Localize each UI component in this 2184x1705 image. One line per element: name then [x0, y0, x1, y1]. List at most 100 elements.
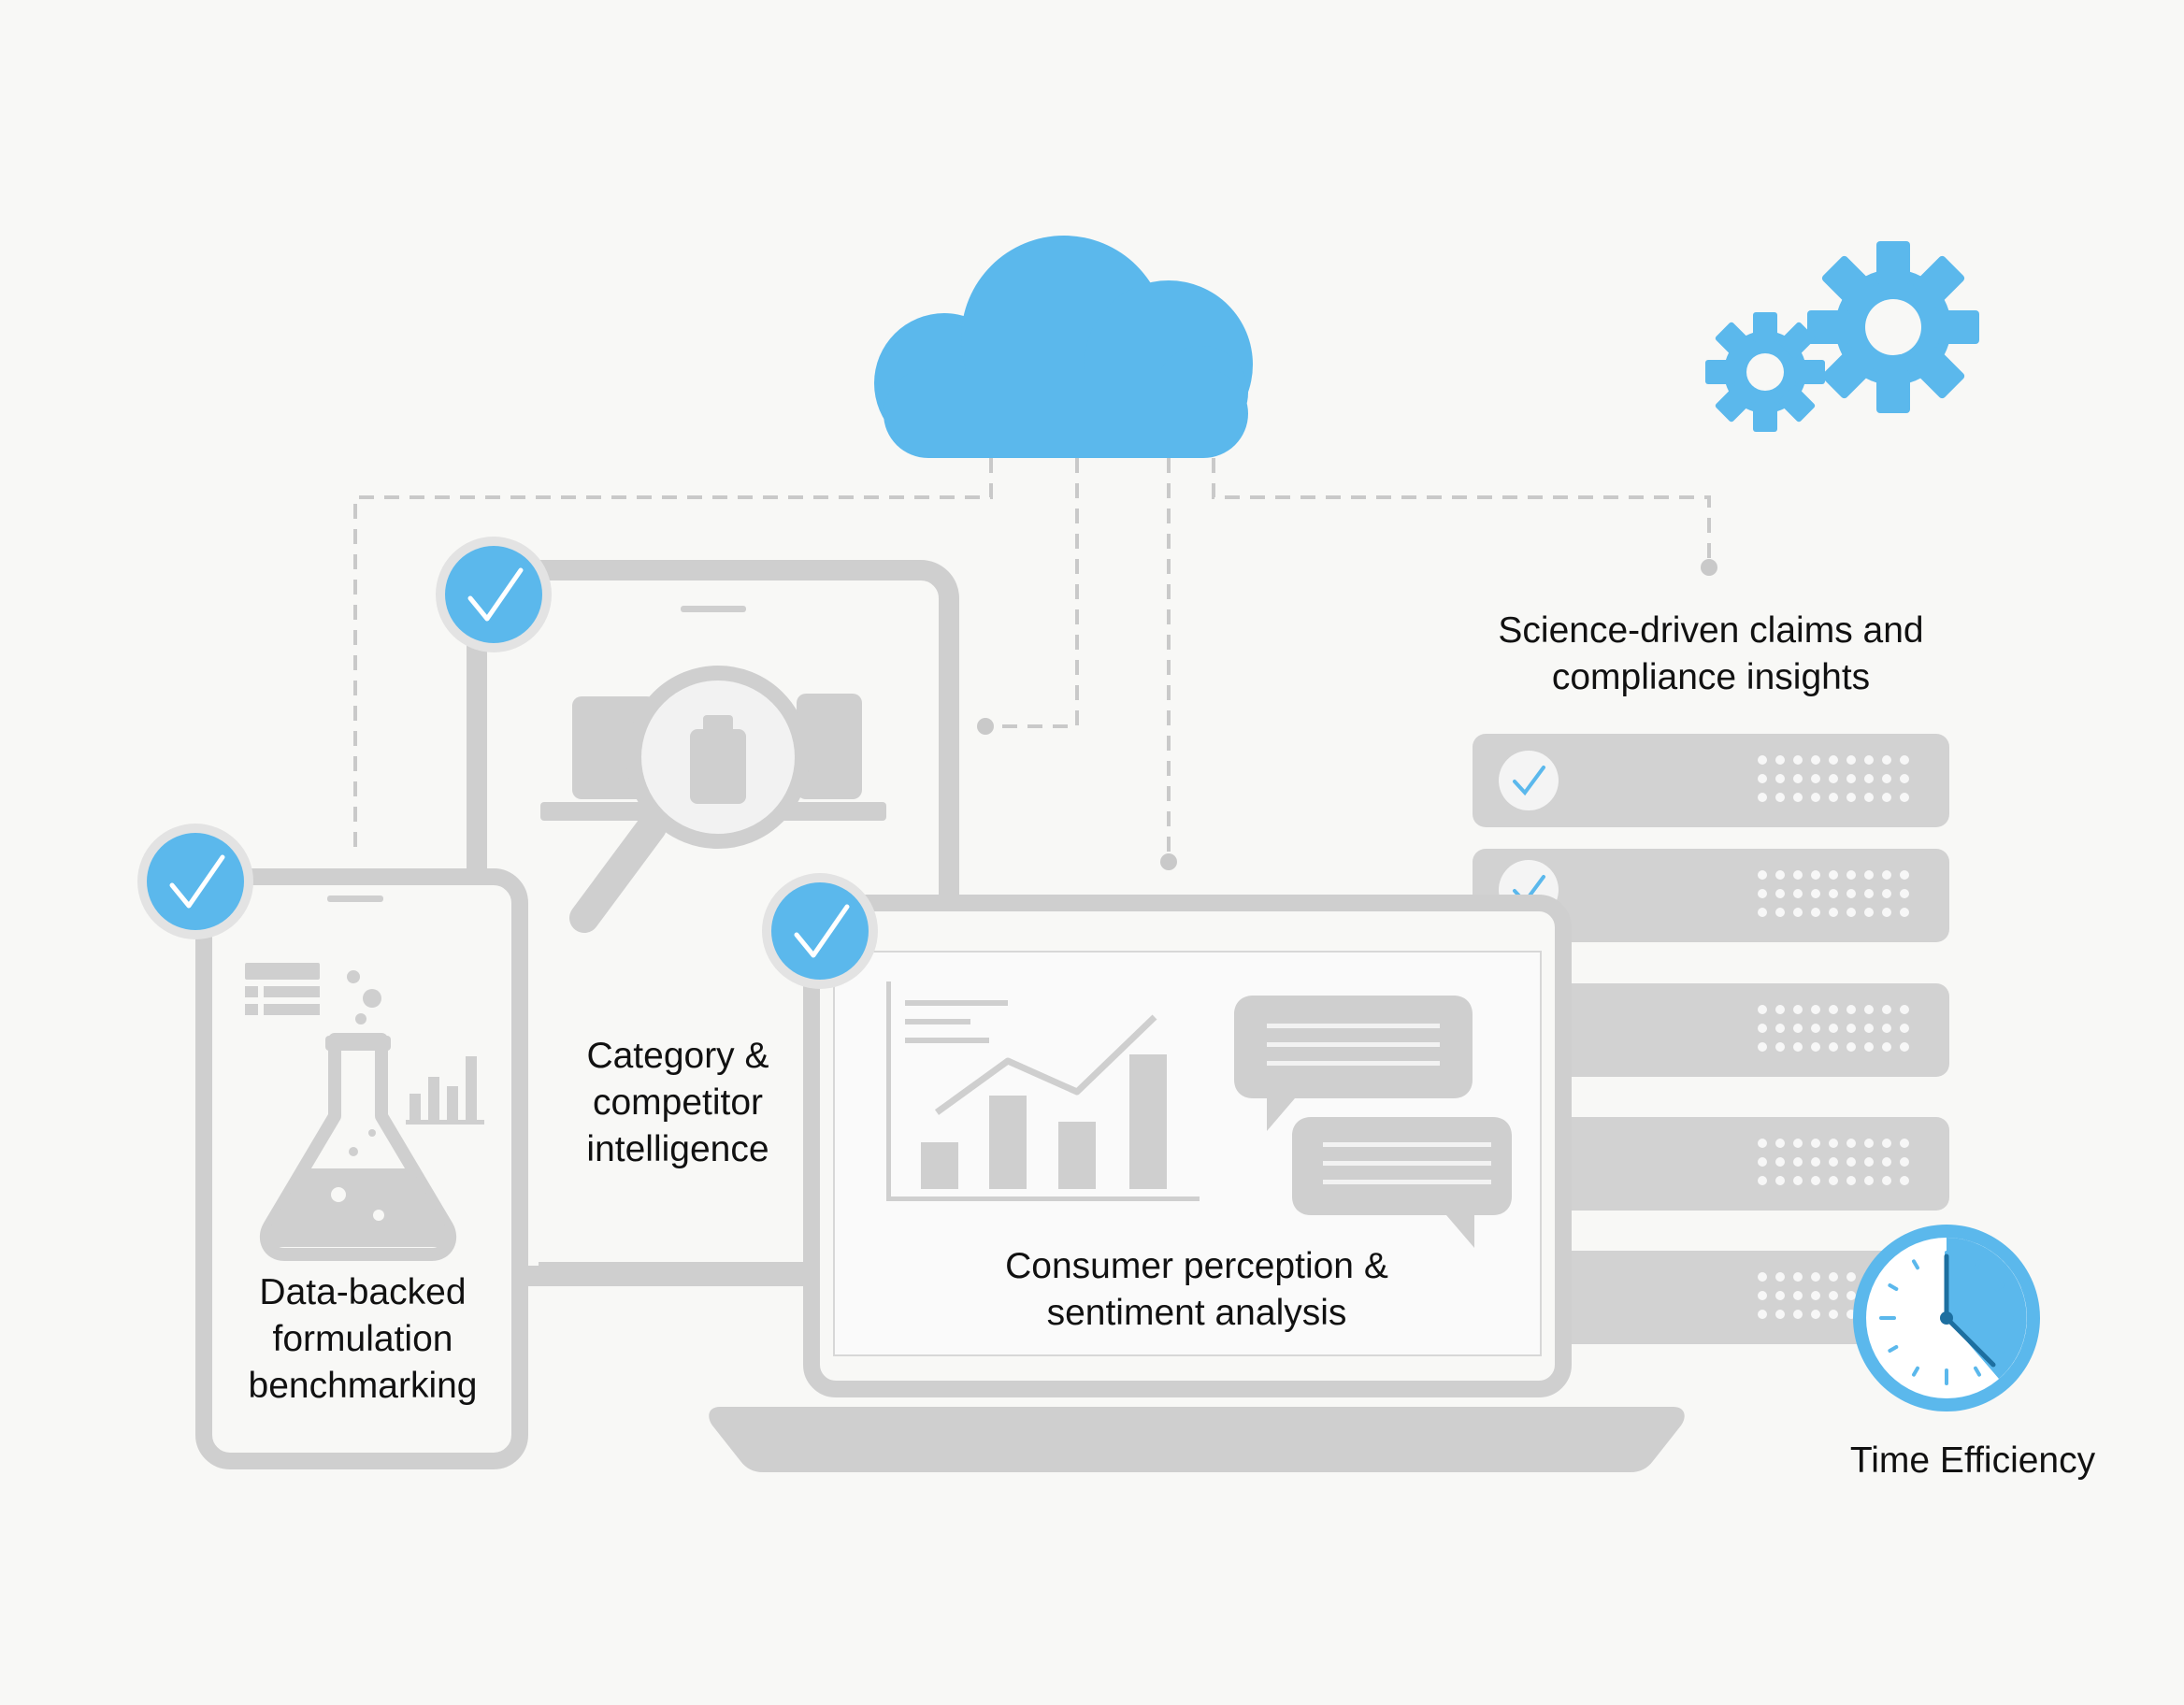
vent-dot	[1900, 870, 1909, 880]
vent-dot	[1864, 774, 1874, 783]
vent-dot	[1793, 1005, 1803, 1014]
magnifier-icon	[569, 666, 810, 933]
vent-dot	[1882, 908, 1891, 917]
vent-dot	[1811, 1272, 1820, 1282]
vent-dot	[1846, 889, 1856, 898]
vent-dot	[1811, 793, 1820, 802]
vent-dot	[1900, 1024, 1909, 1033]
connector-dot	[977, 718, 994, 735]
vent-dot	[1811, 889, 1820, 898]
clock-tick	[1888, 1345, 1899, 1353]
vent-dot	[1900, 1157, 1909, 1167]
vent-dot	[1829, 1157, 1838, 1167]
vent-dot	[1882, 1005, 1891, 1014]
clock-icon	[1853, 1225, 2040, 1411]
vent-dot	[1775, 1042, 1785, 1052]
vent-dot	[1864, 755, 1874, 765]
vent-dot	[1758, 889, 1767, 898]
vent-dot	[1793, 1139, 1803, 1148]
vent-dot	[1882, 755, 1891, 765]
checkmark-icon	[436, 537, 552, 652]
vent-dot	[1793, 1272, 1803, 1282]
connector-dot	[1701, 559, 1717, 576]
vent-dot	[1846, 1157, 1856, 1167]
clock-tick	[1912, 1259, 1919, 1270]
vent-dot	[1811, 908, 1820, 917]
mini-bar-chart	[406, 1056, 484, 1125]
vent-dot	[1793, 908, 1803, 917]
vent-dot	[1793, 1024, 1803, 1033]
vent-dot	[1900, 1176, 1909, 1185]
bubbles	[347, 970, 381, 1024]
vent-dot	[1846, 908, 1856, 917]
vent-dot	[1900, 889, 1909, 898]
tablet-device	[467, 560, 959, 1286]
vent-dot	[1864, 793, 1874, 802]
vent-dot	[1758, 1272, 1767, 1282]
clock-tick	[1974, 1259, 1981, 1270]
vent-dot	[1829, 908, 1838, 917]
vent-dot	[1811, 1139, 1820, 1148]
label-time-efficiency: Time Efficiency	[1849, 1440, 2096, 1481]
connector-dot	[1160, 853, 1177, 870]
vent-dot	[1882, 1024, 1891, 1033]
vent-dot	[1811, 1176, 1820, 1185]
vent-dot	[1900, 1042, 1909, 1052]
vent-dot	[1793, 1157, 1803, 1167]
vent-dot	[1793, 793, 1803, 802]
vent-dot	[1900, 1139, 1909, 1148]
vent-dot	[1846, 1042, 1856, 1052]
vent-dot	[1829, 1024, 1838, 1033]
line-bar-chart	[886, 981, 1200, 1201]
vent-dot	[1793, 1310, 1803, 1319]
dashed-connectors	[353, 458, 1711, 860]
vent-dot	[1864, 908, 1874, 917]
vent-dot	[1793, 774, 1803, 783]
vent-dot	[1775, 889, 1785, 898]
vent-dot	[1775, 1005, 1785, 1014]
vent-dot	[1829, 889, 1838, 898]
vent-dot	[1775, 908, 1785, 917]
vent-dot	[1829, 755, 1838, 765]
flask-icon	[259, 1033, 457, 1261]
clock-tick	[1912, 1366, 1919, 1377]
vent-dot	[1758, 870, 1767, 880]
vent-dot	[1829, 1291, 1838, 1300]
server-check-icon	[1499, 751, 1559, 810]
checkmark-icon	[137, 824, 253, 939]
vent-dot	[1846, 1176, 1856, 1185]
vent-dot	[1775, 1157, 1785, 1167]
vent-dot	[1811, 774, 1820, 783]
vent-dot	[1882, 1157, 1891, 1167]
vent-dot	[1775, 1024, 1785, 1033]
vent-dot	[1758, 1176, 1767, 1185]
clock-tick	[1994, 1345, 2005, 1353]
vent-dot	[1846, 793, 1856, 802]
vent-dot	[1775, 793, 1785, 802]
chat-bubble-icon	[1234, 996, 1512, 1248]
vent-dot	[1829, 1139, 1838, 1148]
label-consumer-perception: Consumer perception & sentiment analysis	[1005, 1246, 1388, 1333]
vent-dot	[1829, 1042, 1838, 1052]
vent-dot	[1775, 1310, 1785, 1319]
vent-dot	[1846, 1005, 1856, 1014]
vent-dot	[1758, 755, 1767, 765]
vent-dot	[1900, 793, 1909, 802]
vent-dot	[1775, 1176, 1785, 1185]
vent-dot	[1793, 1042, 1803, 1052]
vent-dot	[1900, 774, 1909, 783]
vent-dot	[1758, 1042, 1767, 1052]
gears-icon	[1705, 241, 1979, 432]
vent-dot	[1829, 1176, 1838, 1185]
vent-dot	[1882, 774, 1891, 783]
vent-dot	[1882, 889, 1891, 898]
vent-dot	[1775, 755, 1785, 765]
vent-dot	[1864, 1024, 1874, 1033]
vent-dot	[1811, 1291, 1820, 1300]
vent-dot	[1882, 1042, 1891, 1052]
clock-tick	[1994, 1283, 2005, 1291]
vent-dot	[1758, 908, 1767, 917]
vent-dot	[1758, 1291, 1767, 1300]
vent-dot	[1864, 1005, 1874, 1014]
